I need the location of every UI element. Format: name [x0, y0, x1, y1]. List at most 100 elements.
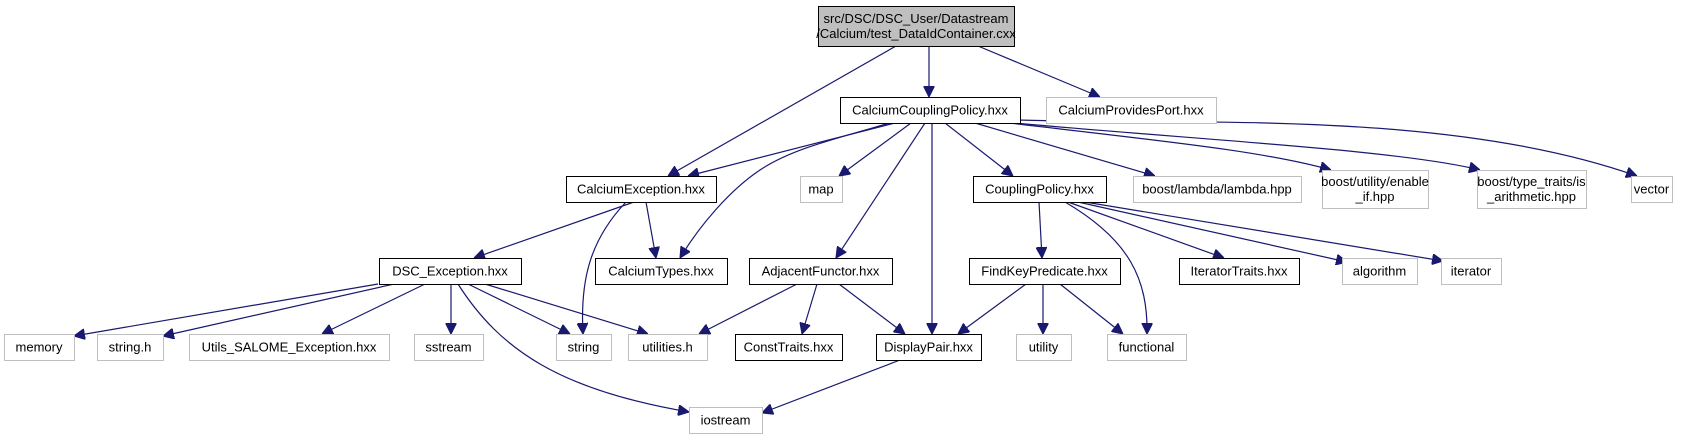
edge-CalciumCouplingPolicy-to-AdjacentFunctor: [836, 122, 926, 258]
node-box: [1133, 176, 1302, 203]
edge-CouplingPolicy-to-algorithm: [1077, 201, 1347, 262]
node-box: [969, 258, 1121, 285]
edges-layer: [74, 45, 1637, 413]
node-enable_if[interactable]: boost/utility/enable_if.hpp: [1321, 170, 1429, 209]
node-utility[interactable]: utility: [1016, 334, 1072, 361]
node-label: map: [808, 182, 833, 197]
edge-CalciumCouplingPolicy-to-enable_if: [1009, 122, 1331, 170]
node-box: [800, 176, 843, 203]
edge-DSC_Exception-to-string_h: [163, 283, 395, 336]
node-box: [628, 334, 708, 361]
node-box: [735, 334, 843, 361]
node-box: [840, 97, 1021, 124]
node-box: [973, 176, 1107, 203]
node-box: [1342, 258, 1418, 285]
node-label: CouplingPolicy.hxx: [985, 182, 1094, 197]
node-utilities_h[interactable]: utilities.h: [628, 334, 708, 361]
node-label: DisplayPair.hxx: [884, 340, 973, 355]
node-box: [1107, 334, 1187, 361]
node-label: boost/utility/enable: [1321, 174, 1429, 189]
edge-CalciumCouplingPolicy-to-CalciumTypes: [680, 122, 891, 258]
edge-AdjacentFunctor-to-DisplayPair: [838, 283, 905, 334]
edge-CalciumCouplingPolicy-to-vector: [1017, 119, 1637, 176]
edge-AdjacentFunctor-to-utilities_h: [699, 283, 798, 334]
node-label: vector: [1634, 182, 1670, 197]
node-box: [1046, 97, 1217, 124]
node-string[interactable]: string: [556, 334, 612, 361]
node-Utils_SALOME_Exception[interactable]: Utils_SALOME_Exception.hxx: [189, 334, 390, 361]
node-label: FindKeyPredicate.hxx: [981, 264, 1108, 279]
node-label: utility: [1029, 340, 1059, 355]
node-box: [97, 334, 164, 361]
node-root: src/DSC/DSC_User/Datastream/Calcium/test…: [816, 6, 1016, 47]
node-CalciumTypes[interactable]: CalciumTypes.hxx: [595, 258, 728, 285]
edge-CouplingPolicy-to-FindKeyPredicate: [1039, 201, 1042, 258]
node-DisplayPair[interactable]: DisplayPair.hxx: [876, 334, 982, 361]
node-label: iterator: [1451, 264, 1492, 279]
node-ConstTraits[interactable]: ConstTraits.hxx: [735, 334, 843, 361]
node-box: [818, 6, 1015, 47]
node-string_h[interactable]: string.h: [97, 334, 164, 361]
node-IteratorTraits[interactable]: IteratorTraits.hxx: [1179, 258, 1300, 285]
edge-DisplayPair-to-iostream: [762, 359, 901, 413]
node-label: memory: [16, 340, 63, 355]
node-label: /Calcium/test_DataIdContainer.cxx: [816, 26, 1016, 41]
edge-CouplingPolicy-to-functional: [1064, 201, 1147, 334]
node-functional[interactable]: functional: [1107, 334, 1187, 361]
edge-FindKeyPredicate-to-DisplayPair: [958, 283, 1027, 334]
node-CalciumException[interactable]: CalciumException.hxx: [566, 176, 717, 203]
node-label: string.h: [109, 340, 152, 355]
edge-CalciumCouplingPolicy-to-lambda: [974, 122, 1155, 176]
edge-CalciumCouplingPolicy-to-is_arithmetic: [1014, 122, 1480, 170]
node-map[interactable]: map: [800, 176, 843, 203]
node-sstream[interactable]: sstream: [414, 334, 484, 361]
node-label: _if.hpp: [1354, 189, 1394, 204]
node-CouplingPolicy[interactable]: CouplingPolicy.hxx: [973, 176, 1107, 203]
node-lambda[interactable]: boost/lambda/lambda.hpp: [1133, 176, 1302, 203]
edge-root-to-CalciumException: [668, 45, 897, 176]
node-box: [414, 334, 484, 361]
node-box: [1016, 334, 1072, 361]
node-box: [4, 334, 75, 361]
edge-CalciumException-to-CalciumTypes: [645, 201, 656, 258]
node-CalciumCouplingPolicy[interactable]: CalciumCouplingPolicy.hxx: [840, 97, 1021, 124]
node-box: [749, 258, 893, 285]
node-box: [876, 334, 982, 361]
edge-CalciumException-to-DSC_Exception: [474, 201, 635, 258]
node-label: CalciumProvidesPort.hxx: [1058, 103, 1204, 118]
edge-DSC_Exception-to-iostream: [457, 283, 689, 412]
node-iostream[interactable]: iostream: [689, 407, 763, 434]
node-label: iostream: [701, 413, 751, 428]
node-FindKeyPredicate[interactable]: FindKeyPredicate.hxx: [969, 258, 1121, 285]
node-iterator[interactable]: iterator: [1441, 258, 1502, 285]
node-AdjacentFunctor[interactable]: AdjacentFunctor.hxx: [749, 258, 893, 285]
edge-AdjacentFunctor-to-ConstTraits: [802, 283, 818, 334]
edge-DSC_Exception-to-memory: [74, 283, 379, 336]
node-vector[interactable]: vector: [1631, 176, 1673, 203]
node-label: sstream: [425, 340, 471, 355]
node-label: CalciumTypes.hxx: [608, 264, 714, 279]
node-label: utilities.h: [642, 340, 693, 355]
edge-CalciumCouplingPolicy-to-map: [839, 122, 912, 176]
node-box: [689, 407, 763, 434]
node-label: string: [568, 340, 600, 355]
node-memory[interactable]: memory: [4, 334, 75, 361]
node-box: [379, 258, 522, 285]
node-algorithm[interactable]: algorithm: [1342, 258, 1418, 285]
node-label: Utils_SALOME_Exception.hxx: [202, 340, 377, 355]
node-box: [1441, 258, 1502, 285]
node-label: ConstTraits.hxx: [744, 340, 834, 355]
node-label: CalciumCouplingPolicy.hxx: [852, 103, 1008, 118]
edge-CouplingPolicy-to-IteratorTraits: [1067, 201, 1224, 258]
node-box: [556, 334, 612, 361]
node-label: IteratorTraits.hxx: [1190, 264, 1288, 279]
node-box: [566, 176, 717, 203]
node-DSC_Exception[interactable]: DSC_Exception.hxx: [379, 258, 522, 285]
edge-CalciumException-to-string: [582, 201, 627, 334]
node-CalciumProvidesPort[interactable]: CalciumProvidesPort.hxx: [1046, 97, 1217, 124]
edge-CalciumCouplingPolicy-to-CouplingPolicy: [944, 122, 1013, 176]
edge-DSC_Exception-to-utilities_h: [484, 283, 648, 334]
nodes-layer: src/DSC/DSC_User/Datastream/Calcium/test…: [4, 6, 1673, 434]
node-is_arithmetic[interactable]: boost/type_traits/is_arithmetic.hpp: [1477, 170, 1587, 209]
